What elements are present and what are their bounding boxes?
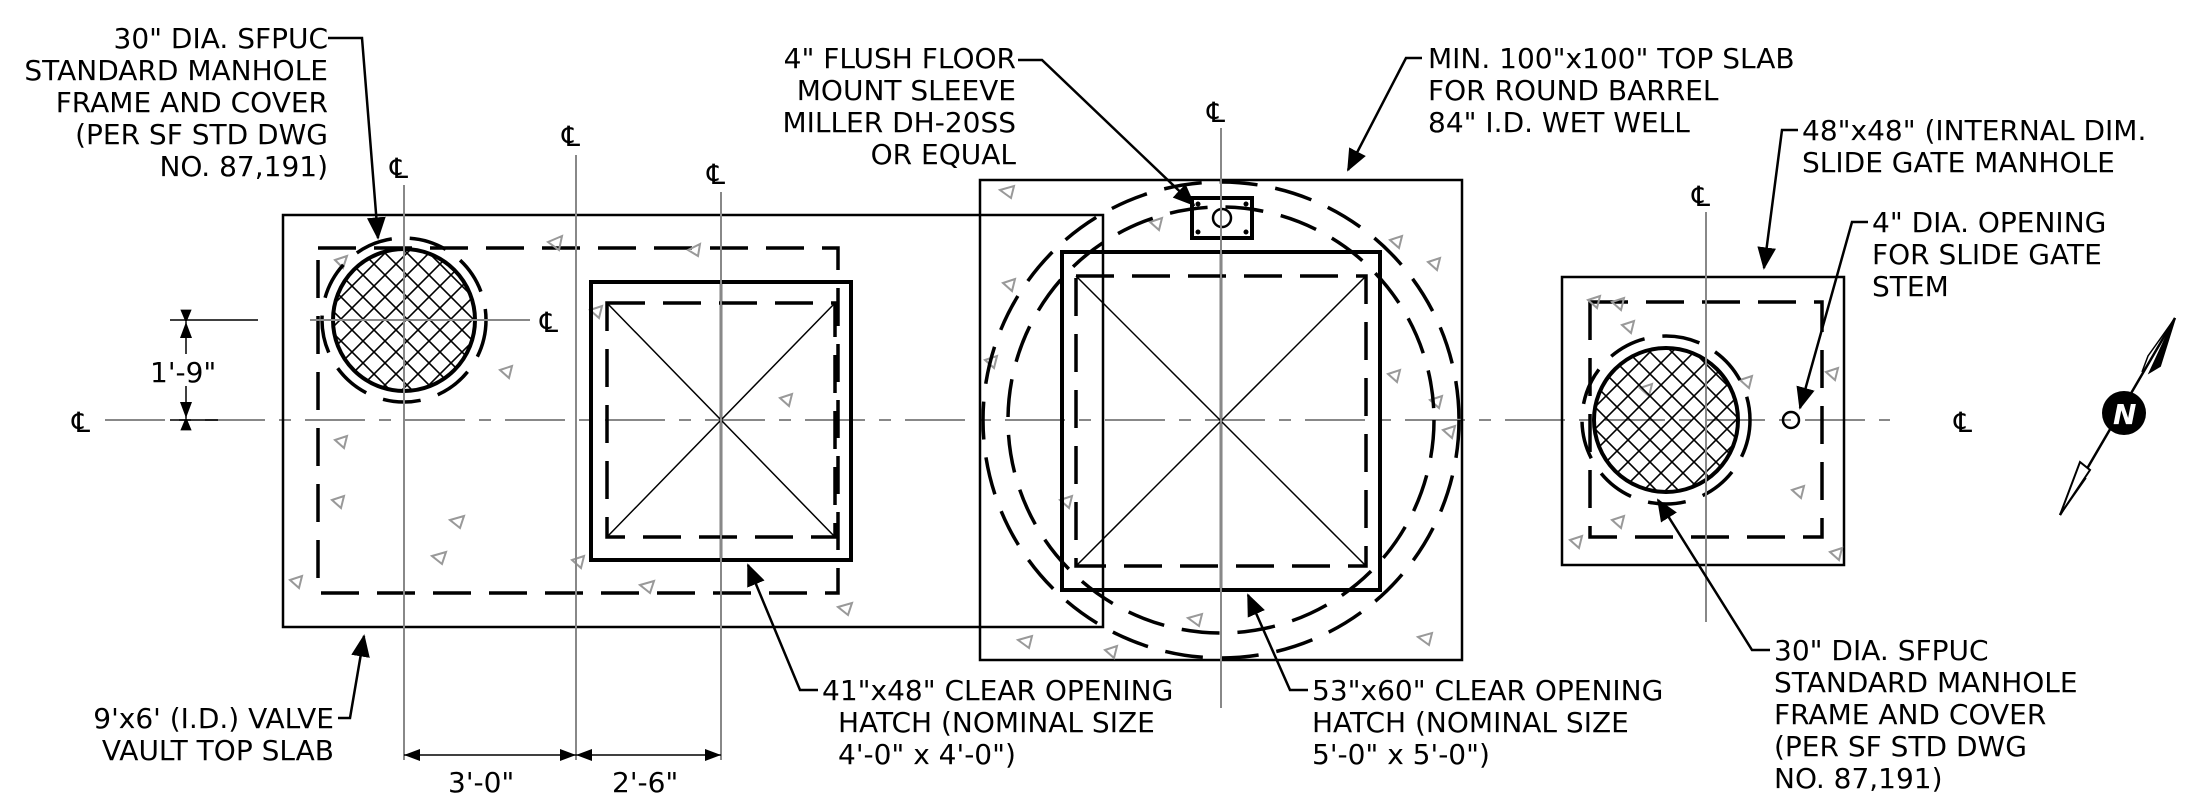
svg-text:(PER SF STD DWG: (PER SF STD DWG — [1774, 730, 2027, 763]
note-slide-gate-manhole: 48"x48" (INTERNAL DIM. SLIDE GATE MANHOL… — [1802, 114, 2146, 179]
svg-text:SLIDE GATE MANHOLE: SLIDE GATE MANHOLE — [1802, 146, 2115, 179]
leader-hatch-53x60 — [1246, 593, 1308, 692]
svg-text:VAULT TOP SLAB: VAULT TOP SLAB — [102, 734, 334, 767]
note-valve-vault: 9'x6' (I.D.) VALVE VAULT TOP SLAB — [93, 702, 334, 767]
svg-text:FRAME AND COVER: FRAME AND COVER — [56, 86, 328, 119]
dimension-2ft6: 2'-6" — [612, 766, 678, 799]
svg-text:HATCH (NOMINAL SIZE: HATCH (NOMINAL SIZE — [1312, 706, 1629, 739]
svg-text:30" DIA. SFPUC: 30" DIA. SFPUC — [114, 22, 329, 55]
svg-text:5'-0" x 5'-0"): 5'-0" x 5'-0") — [1312, 738, 1490, 771]
note-right-manhole: 30" DIA. SFPUC STANDARD MANHOLE FRAME AN… — [1774, 634, 2078, 795]
svg-text:FOR SLIDE GATE: FOR SLIDE GATE — [1872, 238, 2102, 271]
svg-text:84" I.D. WET WELL: 84" I.D. WET WELL — [1428, 106, 1690, 139]
cl-symbol-vault: ℄ — [561, 120, 580, 153]
dimension-horizontal: 3'-0" 2'-6" — [404, 749, 721, 799]
note-hatch-41x48: 41"x48" CLEAR OPENING HATCH (NOMINAL SIZ… — [822, 674, 1173, 771]
svg-text:HATCH (NOMINAL SIZE: HATCH (NOMINAL SIZE — [838, 706, 1155, 739]
svg-text:48"x48" (INTERNAL DIM.: 48"x48" (INTERNAL DIM. — [1802, 114, 2146, 147]
svg-text:STANDARD MANHOLE: STANDARD MANHOLE — [24, 54, 328, 87]
leader-slide-gate-manhole — [1757, 128, 1798, 270]
slide-gate-manhole — [1560, 275, 1846, 567]
dimension-3ft0: 3'-0" — [448, 766, 514, 799]
note-slide-gate-opening: 4" DIA. OPENING FOR SLIDE GATE STEM — [1872, 206, 2106, 303]
svg-text:OR EQUAL: OR EQUAL — [871, 138, 1017, 171]
centerline-label-right: ℄ — [1953, 406, 1972, 439]
note-hatch-53x60: 53"x60" CLEAR OPENING HATCH (NOMINAL SIZ… — [1312, 674, 1663, 771]
centerline-label-left: ℄ — [71, 406, 90, 439]
leader-right-manhole — [1656, 498, 1770, 652]
svg-text:(PER SF STD DWG: (PER SF STD DWG — [75, 118, 328, 151]
svg-text:4" DIA. OPENING: 4" DIA. OPENING — [1872, 206, 2106, 239]
svg-text:4" FLUSH FLOOR: 4" FLUSH FLOOR — [784, 42, 1016, 75]
svg-text:53"x60" CLEAR OPENING: 53"x60" CLEAR OPENING — [1312, 674, 1663, 707]
cl-symbol-manhole-h: ℄ — [539, 306, 558, 339]
note-floor-sleeve: 4" FLUSH FLOOR MOUNT SLEEVE MILLER DH-20… — [782, 42, 1016, 171]
svg-text:4'-0" x 4'-0"): 4'-0" x 4'-0") — [838, 738, 1016, 771]
cl-symbol-wet-well: ℄ — [1206, 96, 1225, 129]
cl-symbol-manhole-v: ℄ — [389, 152, 408, 185]
svg-text:NO. 87,191): NO. 87,191) — [1774, 762, 1943, 795]
svg-text:30" DIA. SFPUC: 30" DIA. SFPUC — [1774, 634, 1989, 667]
svg-text:NO. 87,191): NO. 87,191) — [159, 150, 328, 183]
svg-text:MILLER DH-20SS: MILLER DH-20SS — [782, 106, 1016, 139]
svg-text:MIN. 100"x100" TOP SLAB: MIN. 100"x100" TOP SLAB — [1428, 42, 1795, 75]
svg-text:FRAME AND COVER: FRAME AND COVER — [1774, 698, 2046, 731]
leader-floor-sleeve — [1018, 58, 1196, 207]
leader-hatch-41x48 — [746, 563, 818, 692]
dimension-1ft9: 1'-9" — [150, 356, 216, 389]
leader-valve-vault — [338, 634, 370, 720]
note-left-manhole: 30" DIA. SFPUC STANDARD MANHOLE FRAME AN… — [24, 22, 328, 183]
svg-text:MOUNT SLEEVE: MOUNT SLEEVE — [797, 74, 1016, 107]
leader-top-slab — [1346, 56, 1422, 172]
north-arrow: N — [2058, 317, 2177, 516]
svg-text:STEM: STEM — [1872, 270, 1949, 303]
dimension-vertical: 1'-9" — [150, 309, 258, 431]
cl-symbol-slide-gate: ℄ — [1691, 180, 1710, 213]
north-letter: N — [2113, 398, 2136, 431]
svg-text:41"x48" CLEAR OPENING: 41"x48" CLEAR OPENING — [822, 674, 1173, 707]
leader-slide-gate-opening — [1796, 220, 1868, 410]
note-top-slab: MIN. 100"x100" TOP SLAB FOR ROUND BARREL… — [1428, 42, 1795, 139]
svg-text:STANDARD MANHOLE: STANDARD MANHOLE — [1774, 666, 2078, 699]
cl-symbol-hatch: ℄ — [706, 158, 725, 191]
leader-left-manhole — [328, 36, 386, 240]
svg-text:9'x6' (I.D.) VALVE: 9'x6' (I.D.) VALVE — [93, 702, 334, 735]
svg-text:FOR ROUND BARREL: FOR ROUND BARREL — [1428, 74, 1719, 107]
